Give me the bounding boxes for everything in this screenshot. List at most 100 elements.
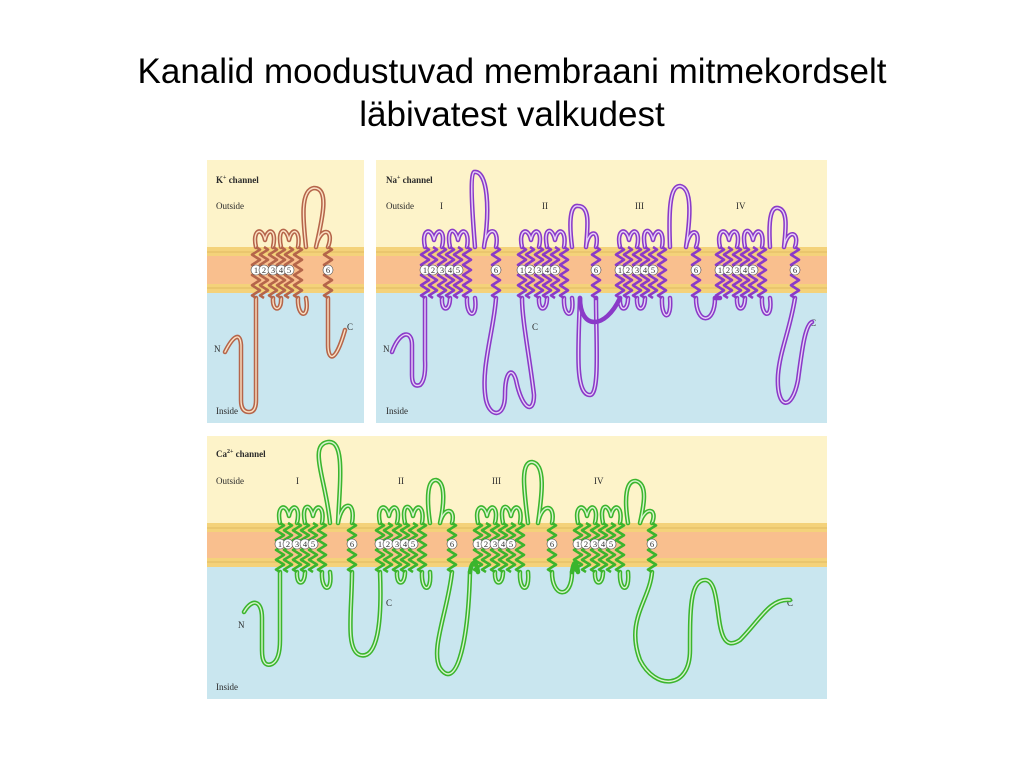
segment-circle <box>283 264 295 276</box>
transmembrane-helix <box>756 245 768 300</box>
segment-circle <box>605 538 617 550</box>
ca-outside-label: Outside <box>216 476 244 486</box>
ca-inside-label: Inside <box>216 682 238 692</box>
segment-number: 3 <box>735 265 739 275</box>
k-inner-leaflet <box>207 284 364 293</box>
title-line-1: Kanalid moodustuvad membraani mitmekords… <box>137 52 887 91</box>
transmembrane-helix <box>656 245 668 300</box>
na-outer-leaflet <box>376 247 827 256</box>
segment-number: 4 <box>643 265 648 275</box>
segment-number: 4 <box>501 539 506 549</box>
ca-channel-title: Ca2+ channel <box>216 449 266 459</box>
na-c-linker-label: C <box>532 322 538 332</box>
segment-number: 3 <box>295 539 299 549</box>
ca-channel-panel: Ca2+ channel Outside Inside I II III IV … <box>207 436 827 699</box>
segment-number: 4 <box>601 539 606 549</box>
segment-number: 5 <box>751 265 755 275</box>
segment-number: 1 <box>576 539 580 549</box>
segment-number: 5 <box>553 265 557 275</box>
ca-c-terminus-label: C <box>787 598 793 608</box>
k-outside-area <box>207 160 364 256</box>
segment-circle <box>747 264 759 276</box>
na-domain-i-label: I <box>440 201 443 211</box>
ca-domain-ii-label: II <box>398 476 404 486</box>
segment-circle <box>789 264 801 276</box>
segment-circle <box>690 264 702 276</box>
na-inside-label: Inside <box>386 406 408 416</box>
transmembrane-helix <box>292 245 304 300</box>
segment-circle <box>446 538 458 550</box>
segment-number: 4 <box>448 265 453 275</box>
na-channel-panel: Na+ channel Outside Inside I II III IV N… <box>376 160 827 423</box>
segment-number: 3 <box>395 539 399 549</box>
segment-number: 5 <box>651 265 655 275</box>
segment-number: 4 <box>279 265 284 275</box>
segment-circle <box>646 538 658 550</box>
segment-number: 5 <box>411 539 415 549</box>
segment-number: 2 <box>431 265 435 275</box>
segment-number: 2 <box>484 539 488 549</box>
segment-circle <box>407 538 419 550</box>
segment-number: 6 <box>450 539 454 549</box>
na-domain-ii-label: II <box>542 201 548 211</box>
segment-number: 5 <box>311 539 315 549</box>
segment-circle <box>647 264 659 276</box>
na-domain-iii-label: III <box>635 201 644 211</box>
segment-number: 6 <box>594 265 598 275</box>
k-outer-leaflet <box>207 247 364 256</box>
segment-number: 2 <box>726 265 730 275</box>
segment-circle <box>546 538 558 550</box>
segment-number: 2 <box>386 539 390 549</box>
segment-circle <box>490 264 502 276</box>
segment-number: 1 <box>476 539 480 549</box>
segment-number: 3 <box>271 265 275 275</box>
segment-number: 1 <box>278 539 282 549</box>
segment-number: 1 <box>378 539 382 549</box>
segment-number: 6 <box>494 265 498 275</box>
transmembrane-helix <box>614 521 626 574</box>
transmembrane-helix <box>558 245 570 300</box>
segment-number: 3 <box>593 539 597 549</box>
segment-number: 5 <box>287 265 291 275</box>
segment-number: 3 <box>537 265 541 275</box>
segment-number: 6 <box>350 539 354 549</box>
segment-number: 4 <box>545 265 550 275</box>
segment-number: 2 <box>584 539 588 549</box>
ca-c-linker-label: C <box>386 598 392 608</box>
k-inside-area <box>207 293 364 423</box>
segment-circle <box>549 264 561 276</box>
segment-number: 2 <box>286 539 290 549</box>
segment-number: 1 <box>423 265 427 275</box>
segment-number: 5 <box>456 265 460 275</box>
ca-domain-iii-label: III <box>492 476 501 486</box>
segment-circle <box>322 264 334 276</box>
segment-number: 6 <box>326 265 330 275</box>
k-c-terminus-label: C <box>347 322 353 332</box>
segment-number: 1 <box>718 265 722 275</box>
segment-number: 3 <box>493 539 497 549</box>
segment-circle <box>590 264 602 276</box>
transmembrane-helix <box>514 521 526 574</box>
segment-number: 1 <box>618 265 622 275</box>
segment-number: 6 <box>550 539 554 549</box>
transmembrane-helix <box>461 245 473 300</box>
ca-domain-i-label: I <box>296 476 299 486</box>
ca-backbone <box>244 442 790 681</box>
ca-outer-leaflet <box>207 523 827 532</box>
k-n-terminus-label: N <box>214 344 221 354</box>
segment-number: 2 <box>626 265 630 275</box>
transmembrane-helix <box>316 521 328 574</box>
na-channel-title: Na+ channel <box>386 175 433 185</box>
segment-number: 2 <box>528 265 532 275</box>
na-inside-area <box>376 293 827 423</box>
segment-number: 6 <box>793 265 797 275</box>
segment-circle <box>505 538 517 550</box>
segment-circle <box>452 264 464 276</box>
segment-number: 3 <box>440 265 444 275</box>
segment-number: 6 <box>694 265 698 275</box>
na-n-terminus-label: N <box>383 344 390 354</box>
